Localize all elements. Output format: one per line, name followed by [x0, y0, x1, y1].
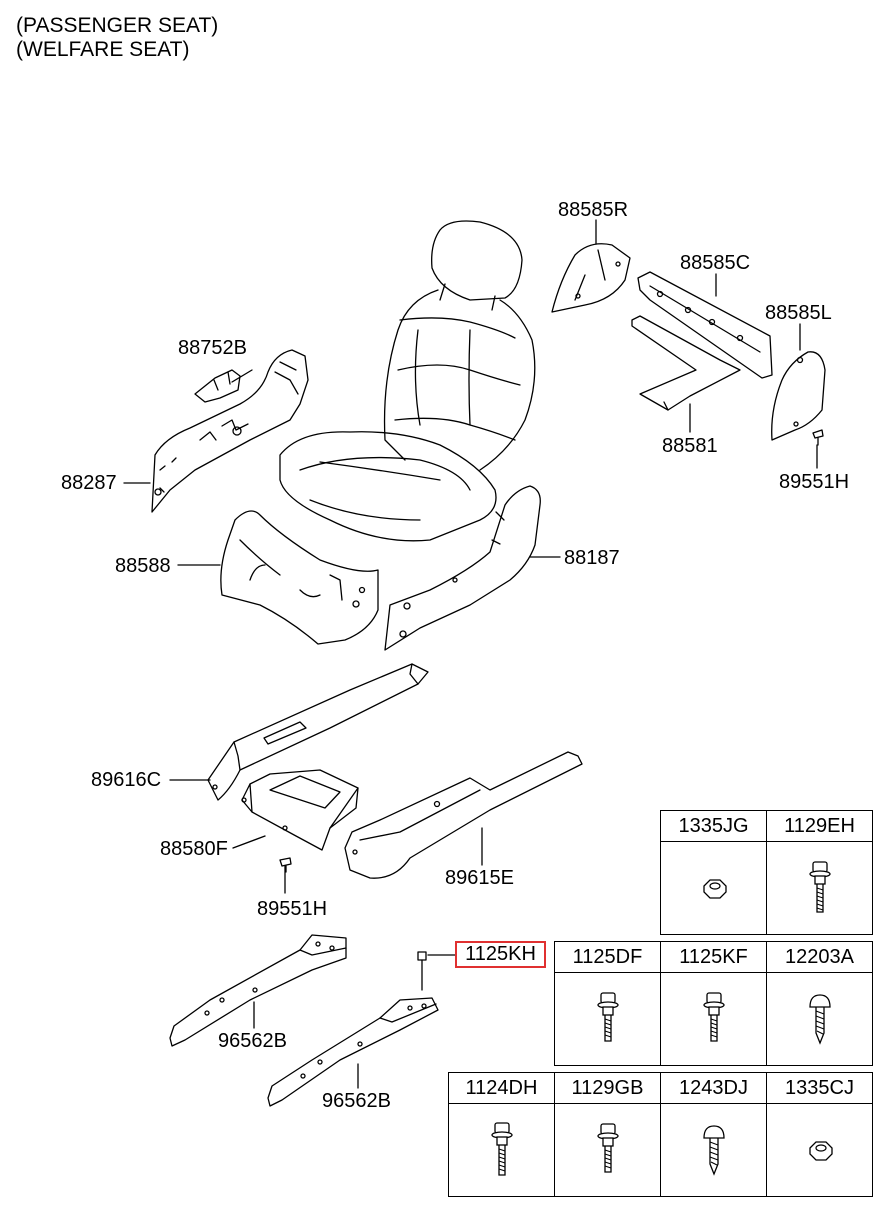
- flange-bolt-icon: [702, 992, 725, 1042]
- cell-1243DJ: [660, 1103, 767, 1197]
- part-96562B-right-rail: [267, 997, 439, 1107]
- screw-89551H-top: [812, 429, 824, 446]
- flange-bolt-icon: [596, 1123, 619, 1173]
- callout-88287: 88287: [61, 472, 117, 494]
- fastener-table-row2: 1125DF 1125KF 12203A: [554, 941, 873, 1066]
- callout-88187: 88187: [564, 547, 620, 569]
- callout-89615E: 89615E: [445, 867, 514, 889]
- fastener-table-row3: 1124DH 1129GB 1243DJ 1335CJ: [448, 1072, 873, 1197]
- header-1129EH: 1129EH: [766, 810, 873, 842]
- cell-1335CJ: [766, 1103, 873, 1197]
- flange-bolt-icon: [490, 1122, 513, 1176]
- header-1243DJ: 1243DJ: [660, 1072, 767, 1104]
- part-88585R-cover: [551, 243, 631, 313]
- callout-89551H-top: 89551H: [779, 471, 850, 493]
- part-89615E-cover: [344, 751, 583, 879]
- cell-1129EH: [766, 841, 873, 935]
- callout-89616C: 89616C: [91, 769, 162, 791]
- header-1125KF: 1125KF: [660, 941, 767, 973]
- fastener-table-row1: 1335JG 1129EH: [660, 810, 873, 935]
- header-1335JG: 1335JG: [660, 810, 767, 842]
- cell-12203A: [766, 972, 873, 1066]
- part-88580F-bracket: [241, 769, 359, 851]
- part-96562B-left-rail: [169, 934, 347, 1047]
- callout-88752B: 88752B: [178, 337, 247, 359]
- part-88585L-cover: [771, 351, 826, 441]
- header-1125DF: 1125DF: [554, 941, 661, 973]
- header-12203A: 12203A: [766, 941, 873, 973]
- cell-1129GB: [554, 1103, 661, 1197]
- cell-1125DF: [554, 972, 661, 1066]
- flange-bolt-icon: [808, 861, 831, 913]
- tapping-screw-icon: [702, 1125, 725, 1176]
- callout-88585C: 88585C: [680, 252, 751, 274]
- part-88187-cover: [384, 485, 541, 651]
- hex-nut-icon: [808, 1141, 833, 1161]
- callout-89551H-bottom: 89551H: [257, 898, 328, 920]
- cell-1335JG: [660, 841, 767, 935]
- diagram-title-line2: (WELFARE SEAT): [16, 38, 190, 61]
- callout-96562B-right: 96562B: [322, 1090, 391, 1112]
- header-1335CJ: 1335CJ: [766, 1072, 873, 1104]
- flange-bolt-icon: [596, 992, 619, 1042]
- cell-1124DH: [448, 1103, 555, 1197]
- header-1129GB: 1129GB: [554, 1072, 661, 1104]
- tapping-screw-icon: [808, 994, 831, 1045]
- screw-89551H-bottom: [279, 857, 292, 873]
- leader-lines: [123, 219, 818, 1089]
- callout-88588: 88588: [115, 555, 171, 577]
- callout-88585L: 88585L: [765, 302, 832, 324]
- callout-88580F: 88580F: [160, 838, 228, 860]
- callout-1125KH-highlighted[interactable]: 1125KH: [455, 941, 546, 968]
- seat-assembly: [279, 220, 536, 542]
- diagram-title-line1: (PASSENGER SEAT): [16, 14, 219, 37]
- callout-96562B-left: 96562B: [218, 1030, 287, 1052]
- callout-88581: 88581: [662, 435, 718, 457]
- cell-1125KF: [660, 972, 767, 1066]
- part-88752B-lever: [194, 369, 241, 403]
- part-88581-bracket: [631, 315, 741, 411]
- bolt-1125KH: [417, 951, 427, 991]
- part-89616C-cover: [207, 663, 429, 801]
- part-88585C-bar: [637, 271, 773, 379]
- header-1124DH: 1124DH: [448, 1072, 555, 1104]
- hex-nut-icon: [702, 879, 727, 899]
- part-88588-cover: [220, 510, 379, 645]
- callout-88585R: 88585R: [558, 199, 629, 221]
- part-88287-shield: [151, 349, 309, 513]
